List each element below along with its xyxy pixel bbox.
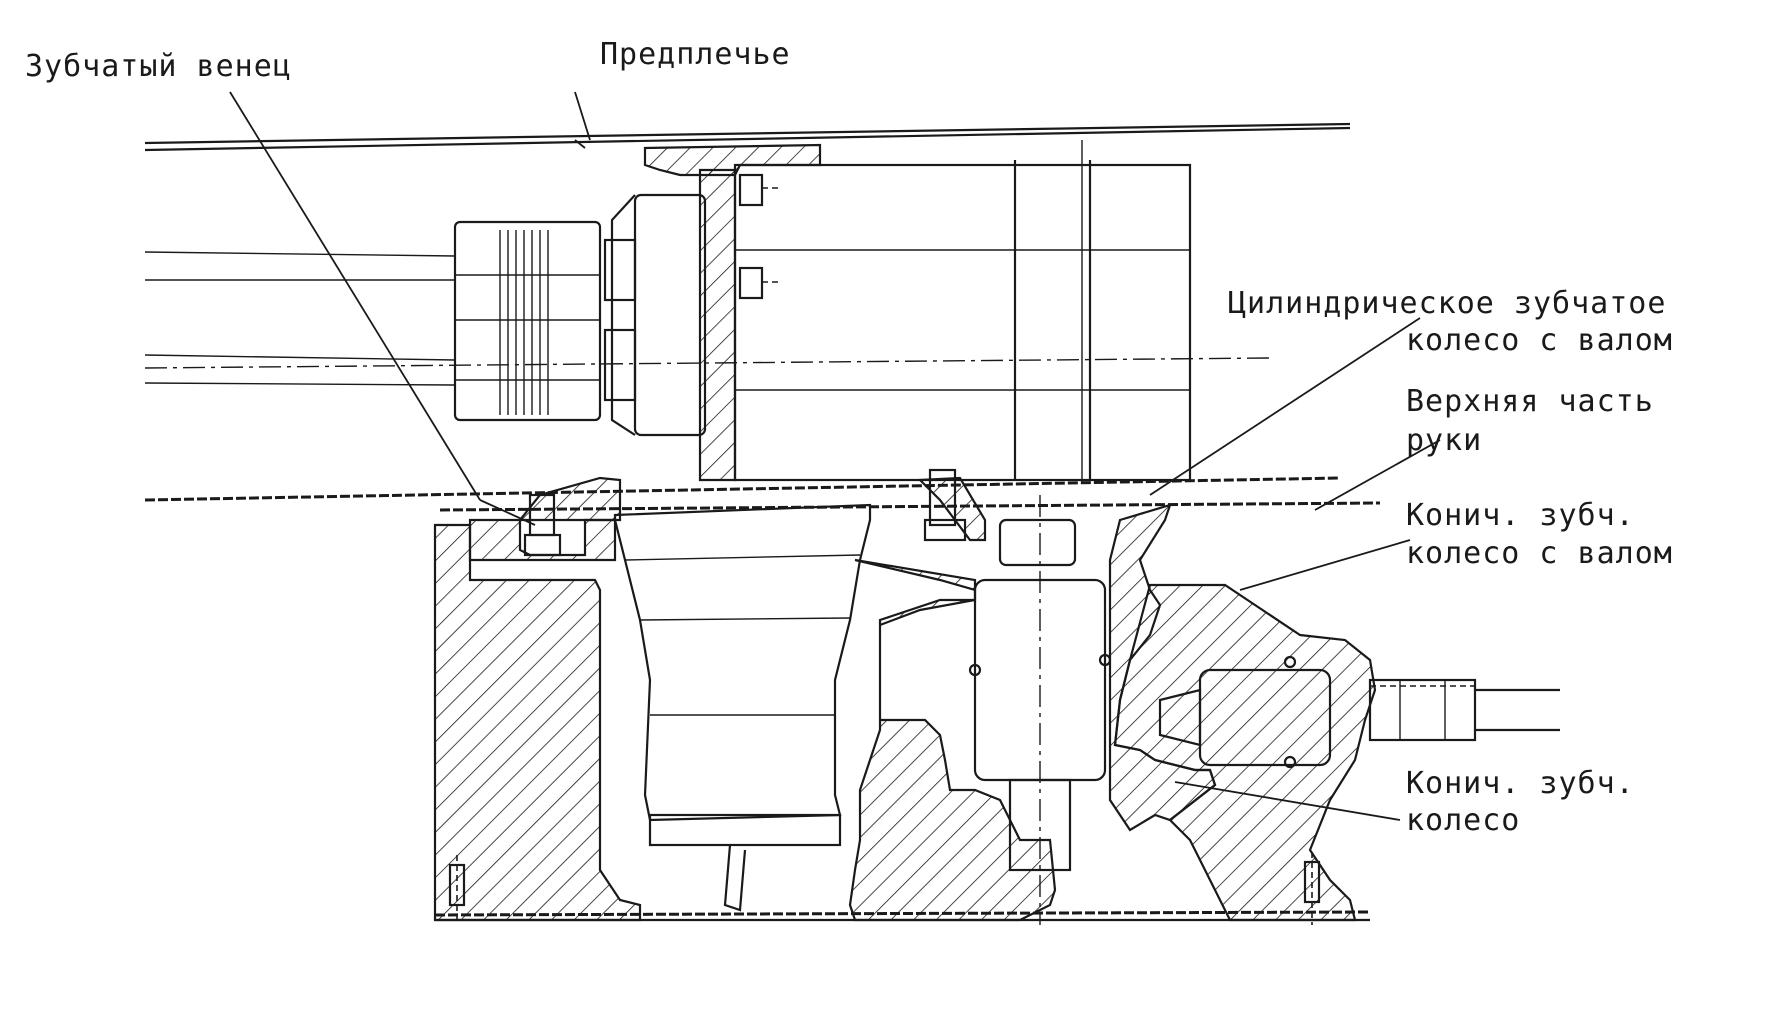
upper-arm-housing [433, 476, 1377, 922]
label-forearm: Предплечье [600, 37, 791, 72]
label-upper-arm-1: Верхняя часть [1406, 384, 1654, 419]
motor [144, 160, 1271, 482]
spur-gear-shaft [917, 468, 1112, 925]
bolts [448, 493, 1321, 925]
label-bevel-gear-shaft-1: Конич. зубч. [1406, 498, 1635, 533]
forearm-housing [144, 122, 1351, 482]
label-ring-gear: Зубчатый венец [25, 49, 292, 84]
label-bevel-gear-shaft-2: колесо с валом [1406, 536, 1673, 571]
label-spur-gear-shaft-1: Цилиндрическое зубчатое [1228, 286, 1667, 321]
label-bevel-gear-1: Конич. зубч. [1406, 766, 1635, 801]
label-bevel-gear-2: колесо [1406, 803, 1521, 838]
upper-arm-plate [144, 476, 1381, 512]
label-spur-gear-shaft-2: колесо с валом [1406, 323, 1673, 358]
bevel-gear-shaft [1158, 655, 1560, 769]
leader-lines [229, 91, 1441, 821]
brake-unit [144, 173, 780, 437]
reducer-cylinder [613, 503, 872, 912]
label-upper-arm-2: руки [1406, 423, 1483, 458]
